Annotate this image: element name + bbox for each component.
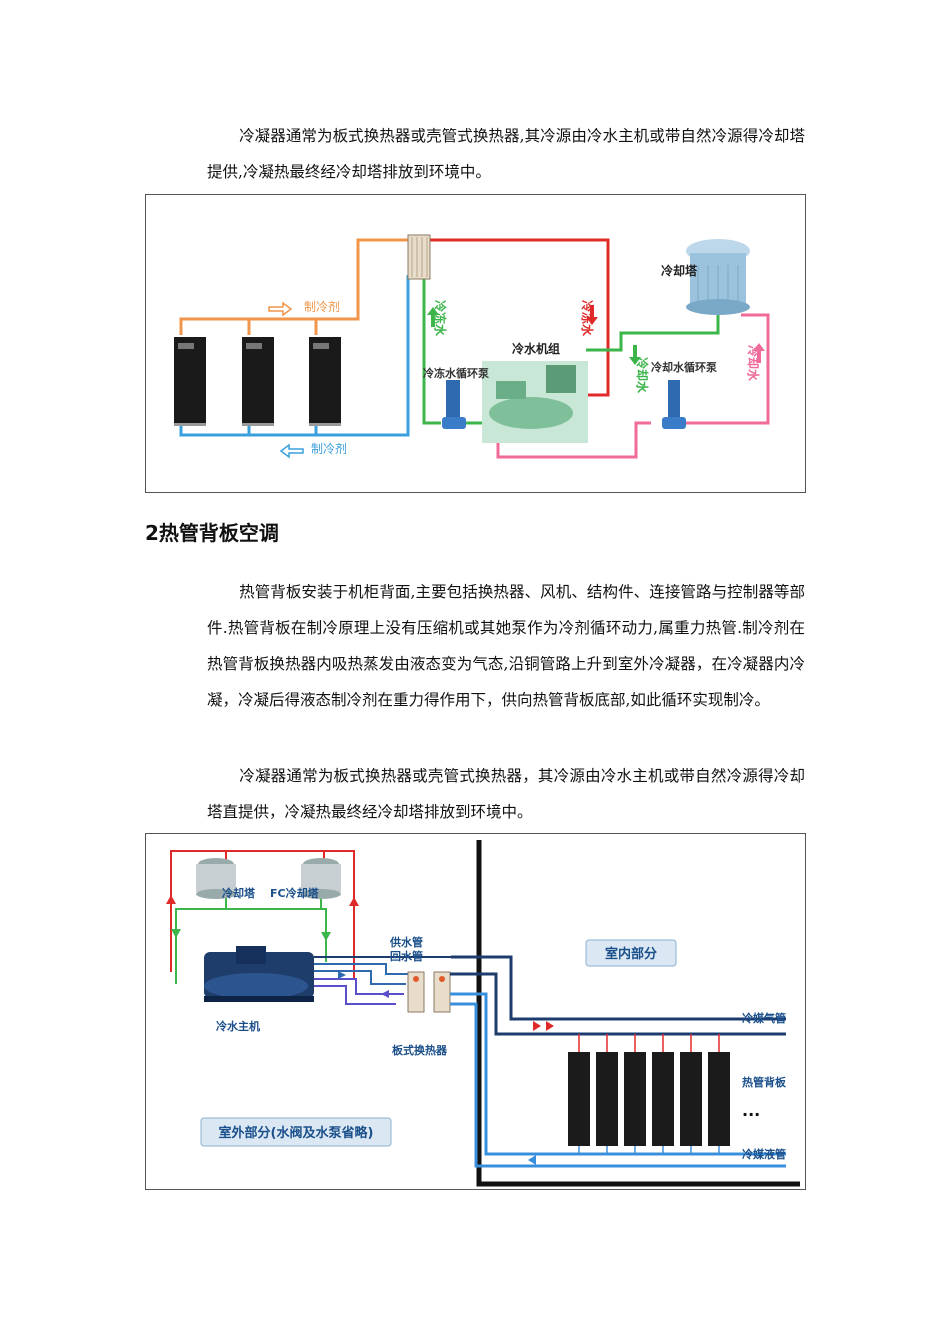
chiller-unit-icon <box>482 361 588 443</box>
cooling-tower-label: 冷却塔 <box>222 886 256 900</box>
fc-cooling-tower-icon <box>301 858 341 899</box>
refrigerant-gas-pipe <box>451 955 786 1021</box>
cooling-water-supply-line <box>586 313 720 352</box>
return-pipe-label: 回水管 <box>390 949 423 963</box>
chilled-water-right-label: 冷冻水 <box>580 300 595 337</box>
body-paragraph-1: 热管背板安装于机柜背面,主要包括换热器、风机、结构件、连接管路与控制器等部件.热… <box>207 574 805 718</box>
refrigerant-liquid-pipe <box>450 992 786 1156</box>
indoor-wall <box>476 840 800 1187</box>
figure-1-refrigeration-diagram: 制冷剂 制冷剂 冷冻水 冷冻水 冷冻水循环泵 冷水机组 冷却塔 冷却水 冷却水循… <box>145 194 806 493</box>
cooling-water-return-line <box>496 421 651 459</box>
cooling-tower-label: 冷却塔 <box>661 263 698 278</box>
refrigerant-liquid-pipe-label: 冷媒液管 <box>742 1147 786 1161</box>
section-heading: 2热管背板空调 <box>145 521 279 545</box>
up-arrow-icon <box>427 307 439 327</box>
right-arrow-icon <box>528 1155 536 1165</box>
fc-cooling-tower-label: FC冷却塔 <box>270 886 320 900</box>
left-arrow-icon <box>279 443 304 459</box>
cooling-water-pump-icon <box>662 380 686 429</box>
figure-2-svg: 室内部分 室外部分(水阀及水泵省略) 冷却塔 FC冷却塔 供水管 回水管 冷水主… <box>166 840 800 1187</box>
server-cabinet-icon <box>309 337 341 426</box>
right-arrow-icon <box>381 990 389 998</box>
refrigerant-gas-pipe-label: 冷媒气管 <box>742 1011 786 1025</box>
down-arrow-icon <box>321 932 331 941</box>
down-arrow-icon <box>629 345 641 365</box>
chiller-host-icon <box>204 946 314 1002</box>
indoor-section-box <box>585 939 677 967</box>
cooling-pump-label: 冷却水循环泵 <box>651 360 717 374</box>
plate-heat-exchanger-icon <box>407 971 451 1013</box>
outdoor-section-label: 室外部分(水阀及水泵省略) <box>219 1125 374 1141</box>
figure-1-svg: 制冷剂 制冷剂 冷冻水 冷冻水 冷冻水循环泵 冷水机组 冷却塔 冷却水 冷却水循… <box>174 234 770 459</box>
refrigerant-return-line <box>179 275 410 437</box>
chilled-water-pump-icon <box>442 380 466 429</box>
exchanger-water-pipe <box>314 985 396 1005</box>
plate-exchanger-label: 板式换热器 <box>392 1043 448 1057</box>
refrigerant-top-label: 制冷剂 <box>304 299 340 314</box>
indoor-section-label: 室内部分 <box>605 946 657 962</box>
down-arrow-icon <box>586 305 598 325</box>
cooling-water-red-loop <box>170 850 355 978</box>
refrigerant-liquid-pipe <box>450 1002 786 1168</box>
supply-pipe-label: 供水管 <box>389 935 423 949</box>
chilled-pump-label: 冷冻水循环泵 <box>423 366 489 380</box>
cooling-water-return-line <box>676 313 770 425</box>
server-cabinet-icon <box>174 337 206 426</box>
up-arrow-icon <box>166 895 176 904</box>
exchanger-water-pipe <box>314 978 404 995</box>
down-arrow-icon <box>171 929 181 938</box>
exchanger-water-pipe <box>314 970 406 985</box>
refrigerant-gas-pipe <box>450 972 786 1036</box>
left-arrow-icon <box>533 1021 541 1031</box>
chiller-label: 冷水机组 <box>512 341 560 356</box>
outdoor-section-box <box>200 1117 392 1147</box>
intro-paragraph: 冷凝器通常为板式换热器或壳管式换热器,其冷源由冷水主机或带自然冷源得冷却塔提供,… <box>207 118 805 190</box>
up-arrow-icon <box>753 343 765 363</box>
return-water-pipe <box>314 963 411 975</box>
chilled-water-left-label: 冷冻水 <box>433 300 448 337</box>
body-paragraph-1-text: 热管背板安装于机柜背面,主要包括换热器、风机、结构件、连接管路与控制器等部件.热… <box>207 583 805 709</box>
body-paragraph-2-text: 冷凝器通常为板式换热器或壳管式换热器，其冷源由冷水主机或带自然冷源得冷却塔直提供… <box>207 767 805 821</box>
up-arrow-icon <box>349 897 359 906</box>
cooling-water-left-label: 冷却水 <box>635 357 650 394</box>
body-paragraph-2: 冷凝器通常为板式换热器或壳管式换热器，其冷源由冷水主机或带自然冷源得冷却塔直提供… <box>207 758 805 830</box>
figure-2-heat-pipe-diagram: 室内部分 室外部分(水阀及水泵省略) 冷却塔 FC冷却塔 供水管 回水管 冷水主… <box>145 833 806 1190</box>
left-arrow-icon <box>338 971 346 979</box>
chilled-water-return-line <box>422 275 441 425</box>
heat-pipe-backplane-label: 热管背板 <box>742 1075 787 1089</box>
right-arrow-icon <box>268 301 293 317</box>
refrigerant-bottom-label: 制冷剂 <box>311 441 347 456</box>
cooling-tower-icon <box>196 858 236 899</box>
server-cabinet-icon <box>242 337 274 426</box>
heat-pipe-backplane-cabinets <box>568 1034 730 1154</box>
cooling-water-right-label: 冷却水 <box>746 345 761 382</box>
left-arrow-icon <box>546 1021 554 1031</box>
chilled-water-supply-line <box>428 238 610 397</box>
refrigerant-supply-line <box>179 238 414 335</box>
cooling-tower-icon <box>686 239 750 315</box>
intro-paragraph-text: 冷凝器通常为板式换热器或壳管式换热器,其冷源由冷水主机或带自然冷源得冷却塔提供,… <box>207 127 805 181</box>
chiller-host-label: 冷水主机 <box>216 1019 260 1033</box>
plate-heat-exchanger-icon <box>407 234 431 280</box>
ellipsis-label: ... <box>742 1101 760 1120</box>
